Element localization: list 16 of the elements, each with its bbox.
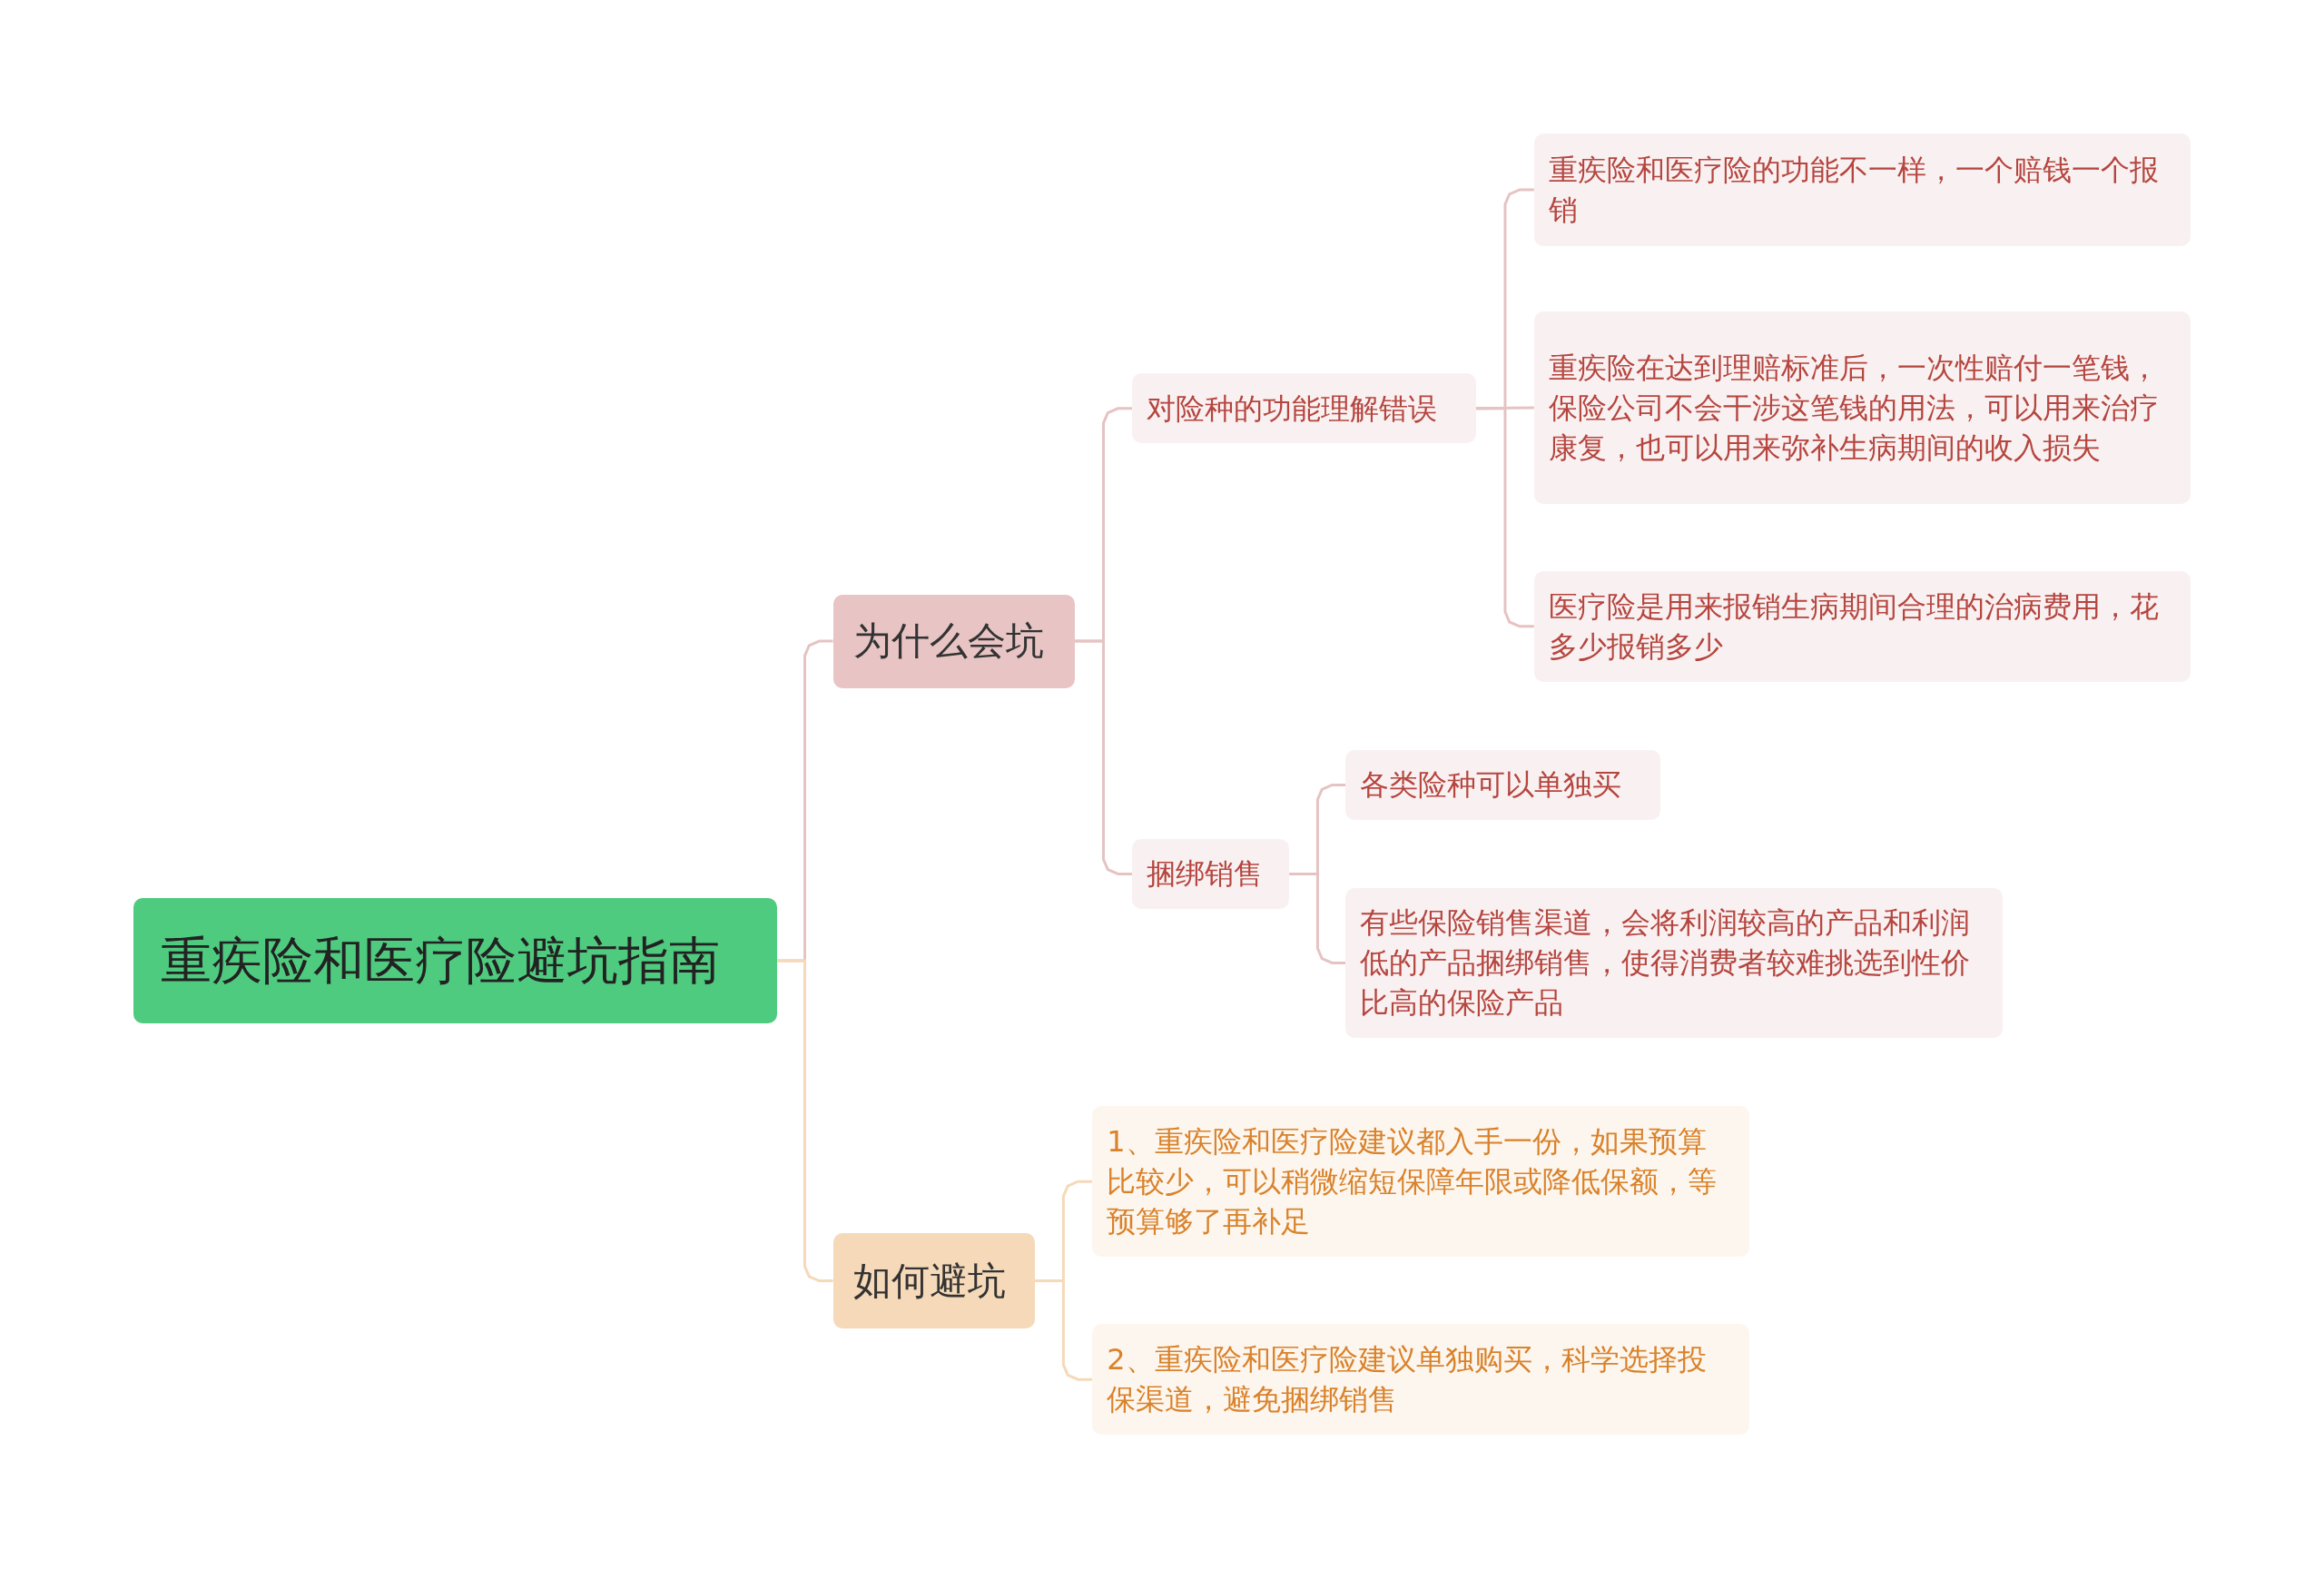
subtopic: 1、重疾险和医疗险建议都入手一份，如果预算比较少，可以稍微缩短保障年限或降低保额，等预算够了再补足 xyxy=(1092,1105,1749,1258)
connector-line xyxy=(776,959,833,1283)
root-topic: 重疾险和医疗险避坑指南 xyxy=(133,898,777,1023)
subtopic: 捆绑销售 xyxy=(1132,839,1290,909)
note: 重疾险和医疗险的功能不一样，一个赔钱一个报销 xyxy=(1533,133,2191,246)
connector-line xyxy=(1074,639,1133,875)
branch-topic: 为什么会坑 xyxy=(832,594,1075,688)
connector-line xyxy=(1289,872,1346,964)
connector-line xyxy=(1476,407,1534,628)
subtopic: 2、重疾险和医疗险建议单独购买，科学选择投保渠道，避免捆绑销售 xyxy=(1092,1323,1749,1436)
note: 医疗险是用来报销生病期间合理的治病费用，花多少报销多少 xyxy=(1533,570,2191,682)
note: 各类险种可以单独买 xyxy=(1345,750,1660,820)
subtopic: 对险种的功能理解错误 xyxy=(1132,373,1477,444)
branch-topic: 如何避坑 xyxy=(832,1233,1035,1328)
note: 有些保险销售渠道，会将利润较高的产品和利润低的产品捆绑销售，使得消费者较难挑选到性价比高的保险产品 xyxy=(1345,887,2003,1038)
note: 重疾险在达到理赔标准后，一次性赔付一笔钱，保险公司不会干涉这笔钱的用法，可以用来治疗康复，也可以用来弥补生病期间的收入损失 xyxy=(1533,311,2191,505)
